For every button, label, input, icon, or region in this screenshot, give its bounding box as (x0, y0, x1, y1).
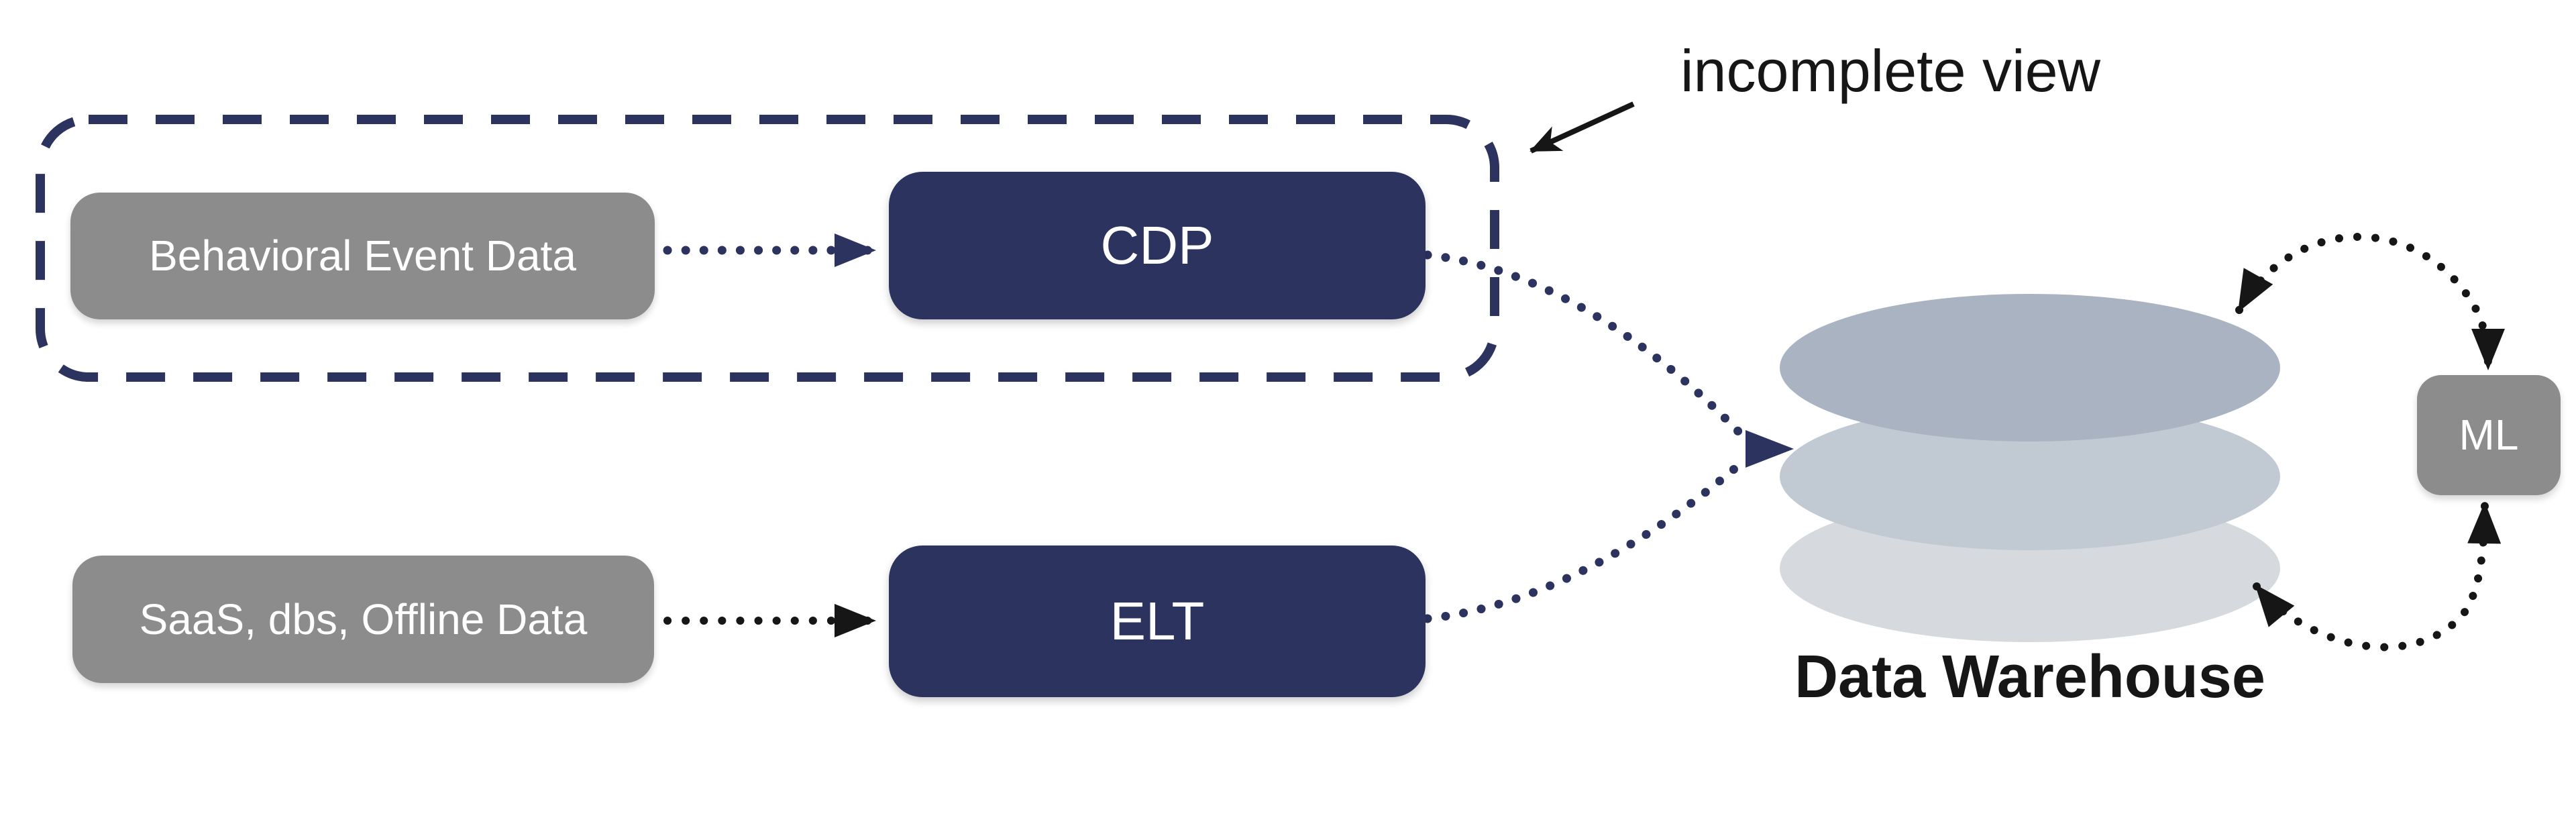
incomplete-view-pointer-arrow (1529, 101, 1635, 154)
elt-label: ELT (1110, 591, 1205, 651)
warehouse-ellipse-top (1780, 294, 2280, 442)
incomplete-view-label: incomplete view (1680, 38, 2101, 104)
saas-dbs-offline-data-label: SaaS, dbs, Offline Data (139, 594, 588, 643)
saas-dbs-offline-data-box: SaaS, dbs, Offline Data (72, 556, 654, 683)
data-warehouse-label: Data Warehouse (1794, 643, 2265, 711)
cdp-label: CDP (1100, 215, 1214, 275)
warehouse-ml-bottom-arc (2253, 501, 2502, 652)
elt-to-warehouse-curve (1423, 457, 1748, 623)
warehouse-in-arrowhead (1746, 430, 1794, 468)
behavioral-event-data-box: Behavioral Event Data (70, 193, 655, 319)
elt-box: ELT (889, 546, 1426, 697)
cdp-to-warehouse-curve (1423, 250, 1748, 441)
ml-label: ML (2459, 411, 2519, 460)
behavioral-event-data-label: Behavioral Event Data (149, 231, 576, 280)
incomplete-group-dashed-border (36, 115, 1499, 382)
warehouse-ml-top-arc (2235, 232, 2505, 372)
warehouse-ellipse-middle (1780, 403, 2280, 550)
ml-box: ML (2417, 375, 2561, 495)
cdp-box: CDP (889, 172, 1426, 319)
